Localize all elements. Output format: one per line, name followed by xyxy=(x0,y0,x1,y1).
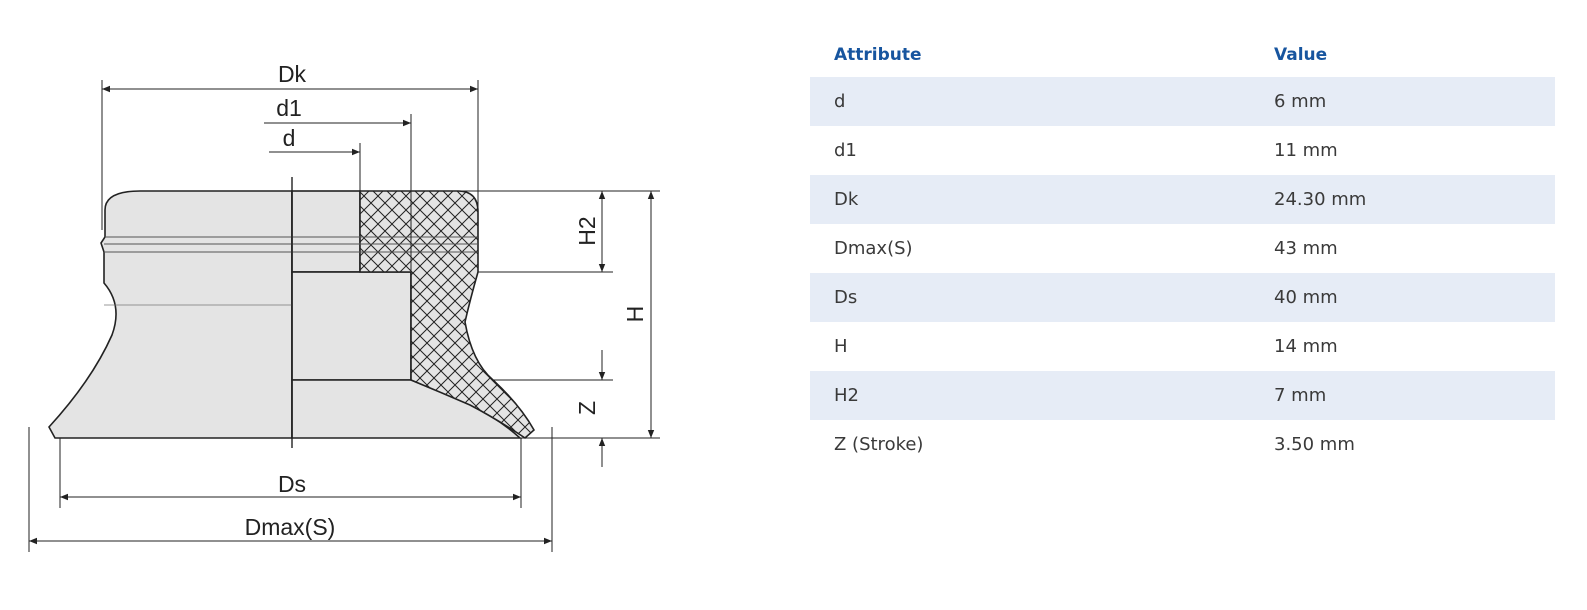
row-value: 3.50 mm xyxy=(1274,434,1355,455)
row-attribute: H xyxy=(834,336,848,357)
suction-cup-cross-section: Dk d1 d H2 H Z Ds Dmax(S) xyxy=(28,61,660,552)
table-row: Ds 40 mm xyxy=(810,273,1555,322)
row-value: 7 mm xyxy=(1250,371,1555,420)
row-attribute: Dk xyxy=(810,175,1250,224)
table-row: H 14 mm xyxy=(810,322,1555,371)
label-Dmax: Dmax(S) xyxy=(245,514,336,540)
row-attribute: d1 xyxy=(834,140,857,161)
bore-middle xyxy=(291,271,412,381)
row-value: 24.30 mm xyxy=(1250,175,1555,224)
table-header-row: Attribute Value xyxy=(810,32,1555,77)
header-attribute: Attribute xyxy=(834,44,922,65)
row-value: 11 mm xyxy=(1274,140,1338,161)
cup-body xyxy=(48,190,293,439)
label-Z: Z xyxy=(574,401,600,415)
label-d1: d1 xyxy=(276,95,302,121)
row-value: 43 mm xyxy=(1274,238,1338,259)
label-H2: H2 xyxy=(574,216,600,245)
row-attribute: Dmax(S) xyxy=(834,238,913,259)
row-value: 6 mm xyxy=(1250,77,1555,126)
header-value: Value xyxy=(1274,44,1328,65)
row-attribute: H2 xyxy=(810,371,1250,420)
row-value: 40 mm xyxy=(1250,273,1555,322)
label-Dk: Dk xyxy=(278,61,307,87)
table-row: d1 11 mm xyxy=(810,126,1555,175)
table-row: H2 7 mm xyxy=(810,371,1555,420)
technical-drawing: Dk d1 d H2 H Z Ds Dmax(S) xyxy=(0,0,780,610)
label-d: d xyxy=(283,125,296,151)
specifications-panel: Attribute Value d 6 mm d1 11 mm Dk 24.30… xyxy=(810,32,1555,469)
table-row: Dk 24.30 mm xyxy=(810,175,1555,224)
table-row: d 6 mm xyxy=(810,77,1555,126)
label-Ds: Ds xyxy=(278,471,306,497)
label-H: H xyxy=(622,306,648,323)
row-attribute: Ds xyxy=(810,273,1250,322)
row-value: 14 mm xyxy=(1274,336,1338,357)
row-attribute: d xyxy=(810,77,1250,126)
attribute-table: Attribute Value d 6 mm d1 11 mm Dk 24.30… xyxy=(810,32,1555,469)
table-row: Z (Stroke) 3.50 mm xyxy=(810,420,1555,469)
bore-upper xyxy=(291,190,361,273)
row-attribute: Z (Stroke) xyxy=(834,434,924,455)
table-row: Dmax(S) 43 mm xyxy=(810,224,1555,273)
